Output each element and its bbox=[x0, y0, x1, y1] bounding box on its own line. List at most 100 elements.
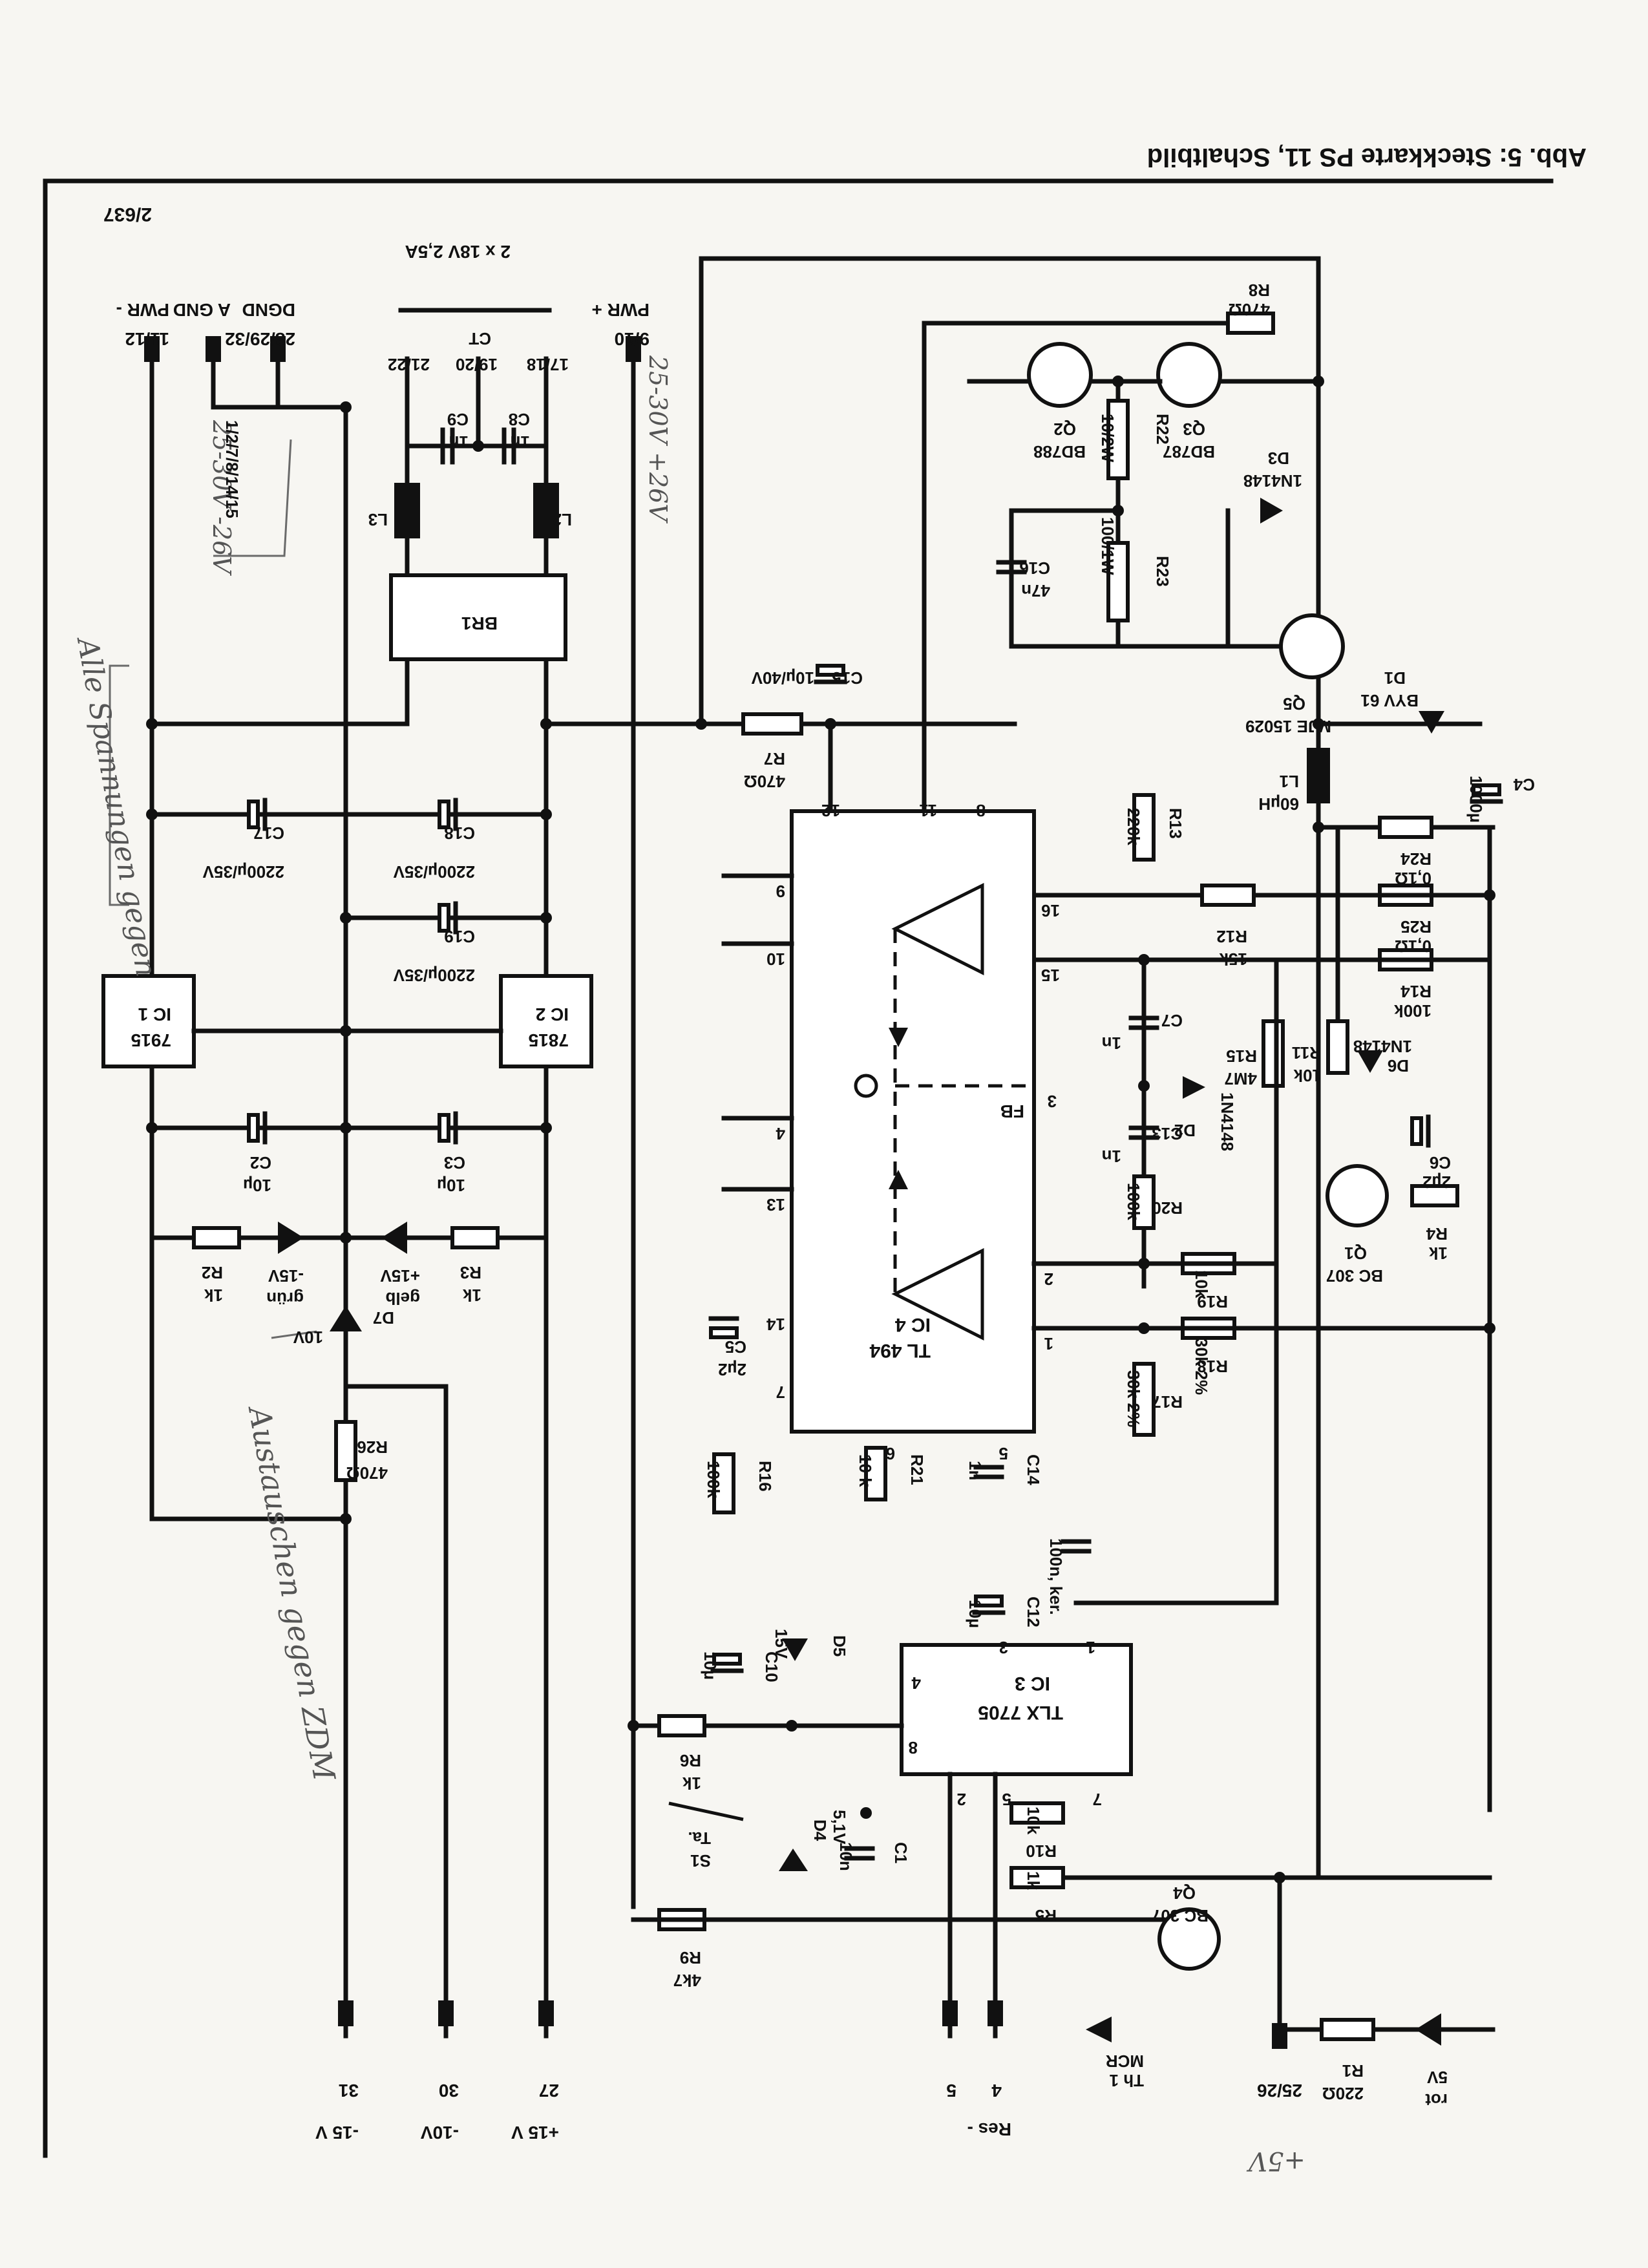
r7-value: 470Ω bbox=[744, 772, 785, 791]
r8-value: 470Ω bbox=[1229, 300, 1270, 319]
d4-zener bbox=[779, 1849, 808, 1871]
d7-zener bbox=[330, 1306, 362, 1331]
r8-resistor bbox=[1226, 312, 1275, 335]
r22-resistor bbox=[1106, 399, 1130, 480]
c13-ref: C13 bbox=[1152, 1124, 1183, 1143]
pin-m10: 30 bbox=[439, 2081, 459, 2101]
ic3-supervisor bbox=[900, 1643, 1133, 1776]
ic4-error-amp-2 bbox=[891, 1247, 984, 1341]
r23-value: 100/1W bbox=[1098, 517, 1117, 575]
q4-transistor bbox=[1157, 1907, 1221, 1971]
c4-capacitor bbox=[1470, 783, 1503, 804]
c9-value: 1n bbox=[449, 432, 469, 452]
c8-capacitor bbox=[502, 427, 516, 465]
r11-value: 10k bbox=[1293, 1066, 1322, 1085]
q2-transistor bbox=[1027, 342, 1093, 408]
r17-resistor bbox=[1132, 1362, 1156, 1437]
ic4-pin-13: 13 bbox=[766, 1195, 785, 1214]
led-ge-color: gelb bbox=[386, 1289, 420, 1308]
d6-diode bbox=[1357, 1050, 1383, 1073]
d4-ref: D4 bbox=[810, 1819, 830, 1841]
r10-ref: R10 bbox=[1026, 1841, 1057, 1861]
r16-value: 100k bbox=[704, 1461, 723, 1498]
c12-ref: C12 bbox=[1024, 1596, 1043, 1627]
c2-ref: C2 bbox=[250, 1153, 271, 1172]
q3-value: BD787 bbox=[1163, 442, 1215, 461]
ic4-pin-8: 8 bbox=[977, 801, 986, 820]
label-pwr-plus: PWR + bbox=[592, 300, 650, 320]
s1-value: Ta. bbox=[688, 1828, 711, 1848]
pin-p5: 25/26 bbox=[1257, 2081, 1302, 2101]
r1-value: 220Ω bbox=[1322, 2084, 1364, 2103]
br1-bridge-rectifier bbox=[389, 573, 567, 661]
c15-ref: C15 bbox=[832, 668, 863, 688]
r17-ref: R17 bbox=[1152, 1392, 1183, 1412]
br1-ref: BR1 bbox=[461, 613, 498, 633]
label-ct: CT bbox=[469, 329, 491, 348]
c3-ref: C3 bbox=[444, 1153, 465, 1172]
pins-ac-left: 21/22 bbox=[388, 355, 430, 374]
d2-value: 1N4148 bbox=[1218, 1092, 1237, 1151]
label-agnd: A GND bbox=[173, 300, 231, 320]
c16-loop bbox=[1009, 508, 1295, 649]
c17-capacitor bbox=[247, 798, 268, 831]
ic4-pin-9: 9 bbox=[776, 882, 785, 901]
l1-inductor bbox=[1307, 748, 1330, 803]
c14-capacitor bbox=[973, 1465, 1004, 1479]
ic2-regulator bbox=[499, 974, 593, 1068]
d2-ref: D2 bbox=[1174, 1121, 1196, 1140]
ic4-fb-node bbox=[854, 1074, 878, 1098]
c6-ref: C6 bbox=[1430, 1153, 1451, 1172]
led-gn-label: -15V bbox=[268, 1266, 304, 1286]
r23-resistor bbox=[1106, 541, 1130, 622]
c4-ref: C4 bbox=[1513, 775, 1535, 794]
r20-resistor bbox=[1132, 1174, 1156, 1230]
ic2-value: 7815 bbox=[529, 1030, 569, 1050]
d7-value: 10V bbox=[293, 1328, 323, 1347]
d5-ref: D5 bbox=[830, 1635, 849, 1657]
r13-value: 220k bbox=[1124, 808, 1143, 845]
r15-resistor bbox=[1262, 1019, 1285, 1088]
led-ge-label: +15V bbox=[380, 1266, 420, 1286]
pencil-arrow-d7 bbox=[271, 1330, 317, 1339]
r19-value: 10k bbox=[1192, 1270, 1211, 1298]
r12-resistor bbox=[1200, 884, 1256, 907]
c6-capacitor bbox=[1410, 1114, 1431, 1148]
r13-ref: R13 bbox=[1166, 808, 1185, 839]
c11-capacitor bbox=[1061, 1539, 1092, 1554]
c14-ref: C14 bbox=[1024, 1454, 1043, 1485]
c12-value: 10µ bbox=[966, 1600, 985, 1628]
s1-switch[interactable] bbox=[668, 1801, 744, 1821]
c2-capacitor bbox=[247, 1111, 268, 1145]
ic4-pin-14: 14 bbox=[766, 1315, 785, 1334]
ic4-pin-11: 11 bbox=[920, 801, 938, 820]
ic4-error-amp-1 bbox=[891, 882, 984, 976]
l1-ref: L1 bbox=[1280, 772, 1299, 791]
q2-ref: Q2 bbox=[1053, 419, 1076, 439]
pins-ct: 19/20 bbox=[456, 355, 498, 374]
c17-ref: C17 bbox=[253, 823, 284, 843]
d5-value: 15V bbox=[772, 1629, 791, 1659]
pin-res: 4 bbox=[991, 2081, 1002, 2101]
led-yellow bbox=[381, 1222, 407, 1254]
r11-resistor bbox=[1326, 1019, 1349, 1075]
l3-ref: L3 bbox=[368, 510, 388, 529]
d1-value: BYV 61 bbox=[1360, 691, 1419, 710]
c15-value: 10µ/40V bbox=[751, 668, 814, 688]
r21-ref: R21 bbox=[907, 1454, 927, 1485]
q1-collector-line bbox=[1073, 957, 1279, 1606]
handwritten-note-center: Austauschen gegen ZDM bbox=[241, 1402, 342, 1785]
th1-thyristor bbox=[1086, 2017, 1112, 2042]
r3-value: 1k bbox=[463, 1286, 481, 1305]
r10-value: 10k bbox=[1024, 1807, 1043, 1835]
r10-resistor bbox=[1009, 1801, 1065, 1825]
pin-m15: 31 bbox=[339, 2081, 359, 2101]
ic4-pin-5: 5 bbox=[999, 1444, 1008, 1463]
r21-resistor bbox=[864, 1446, 887, 1501]
note-pwr-minus: 25-30V -26V bbox=[207, 419, 236, 576]
c14-value: 1n bbox=[966, 1461, 985, 1480]
d6-ref: D6 bbox=[1388, 1056, 1409, 1076]
d3-diode bbox=[1260, 498, 1283, 524]
ic4-pin-1: 1 bbox=[1044, 1334, 1053, 1353]
ic1-regulator bbox=[101, 974, 196, 1068]
